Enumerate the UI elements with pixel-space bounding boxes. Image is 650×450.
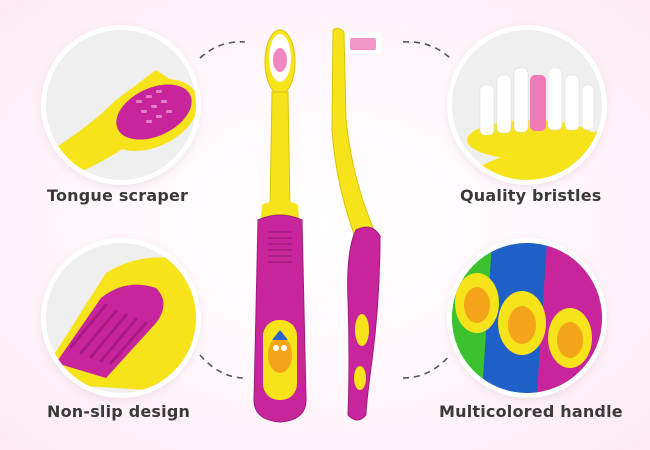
non-slip-design-label: Non-slip design bbox=[47, 402, 191, 421]
multicolored-handle-label: Multicolored handle bbox=[439, 402, 623, 421]
tongue-scraper-label: Tongue scraper bbox=[47, 186, 189, 205]
bristles-detail-icon bbox=[452, 30, 602, 180]
toothbrush-side bbox=[331, 27, 382, 421]
tongue-scraper-detail-icon bbox=[46, 30, 196, 180]
quality-bristles-label: Quality bristles bbox=[460, 186, 602, 205]
toothbrush-front bbox=[253, 29, 307, 423]
grip-detail-icon bbox=[46, 243, 196, 393]
tongue-scraper-photo bbox=[46, 30, 196, 180]
handles-detail-icon bbox=[452, 243, 602, 393]
connector-lines bbox=[199, 41, 451, 379]
quality-bristles-photo bbox=[452, 30, 602, 180]
multicolored-handle-photo bbox=[452, 243, 602, 393]
non-slip-design-photo bbox=[46, 243, 196, 393]
